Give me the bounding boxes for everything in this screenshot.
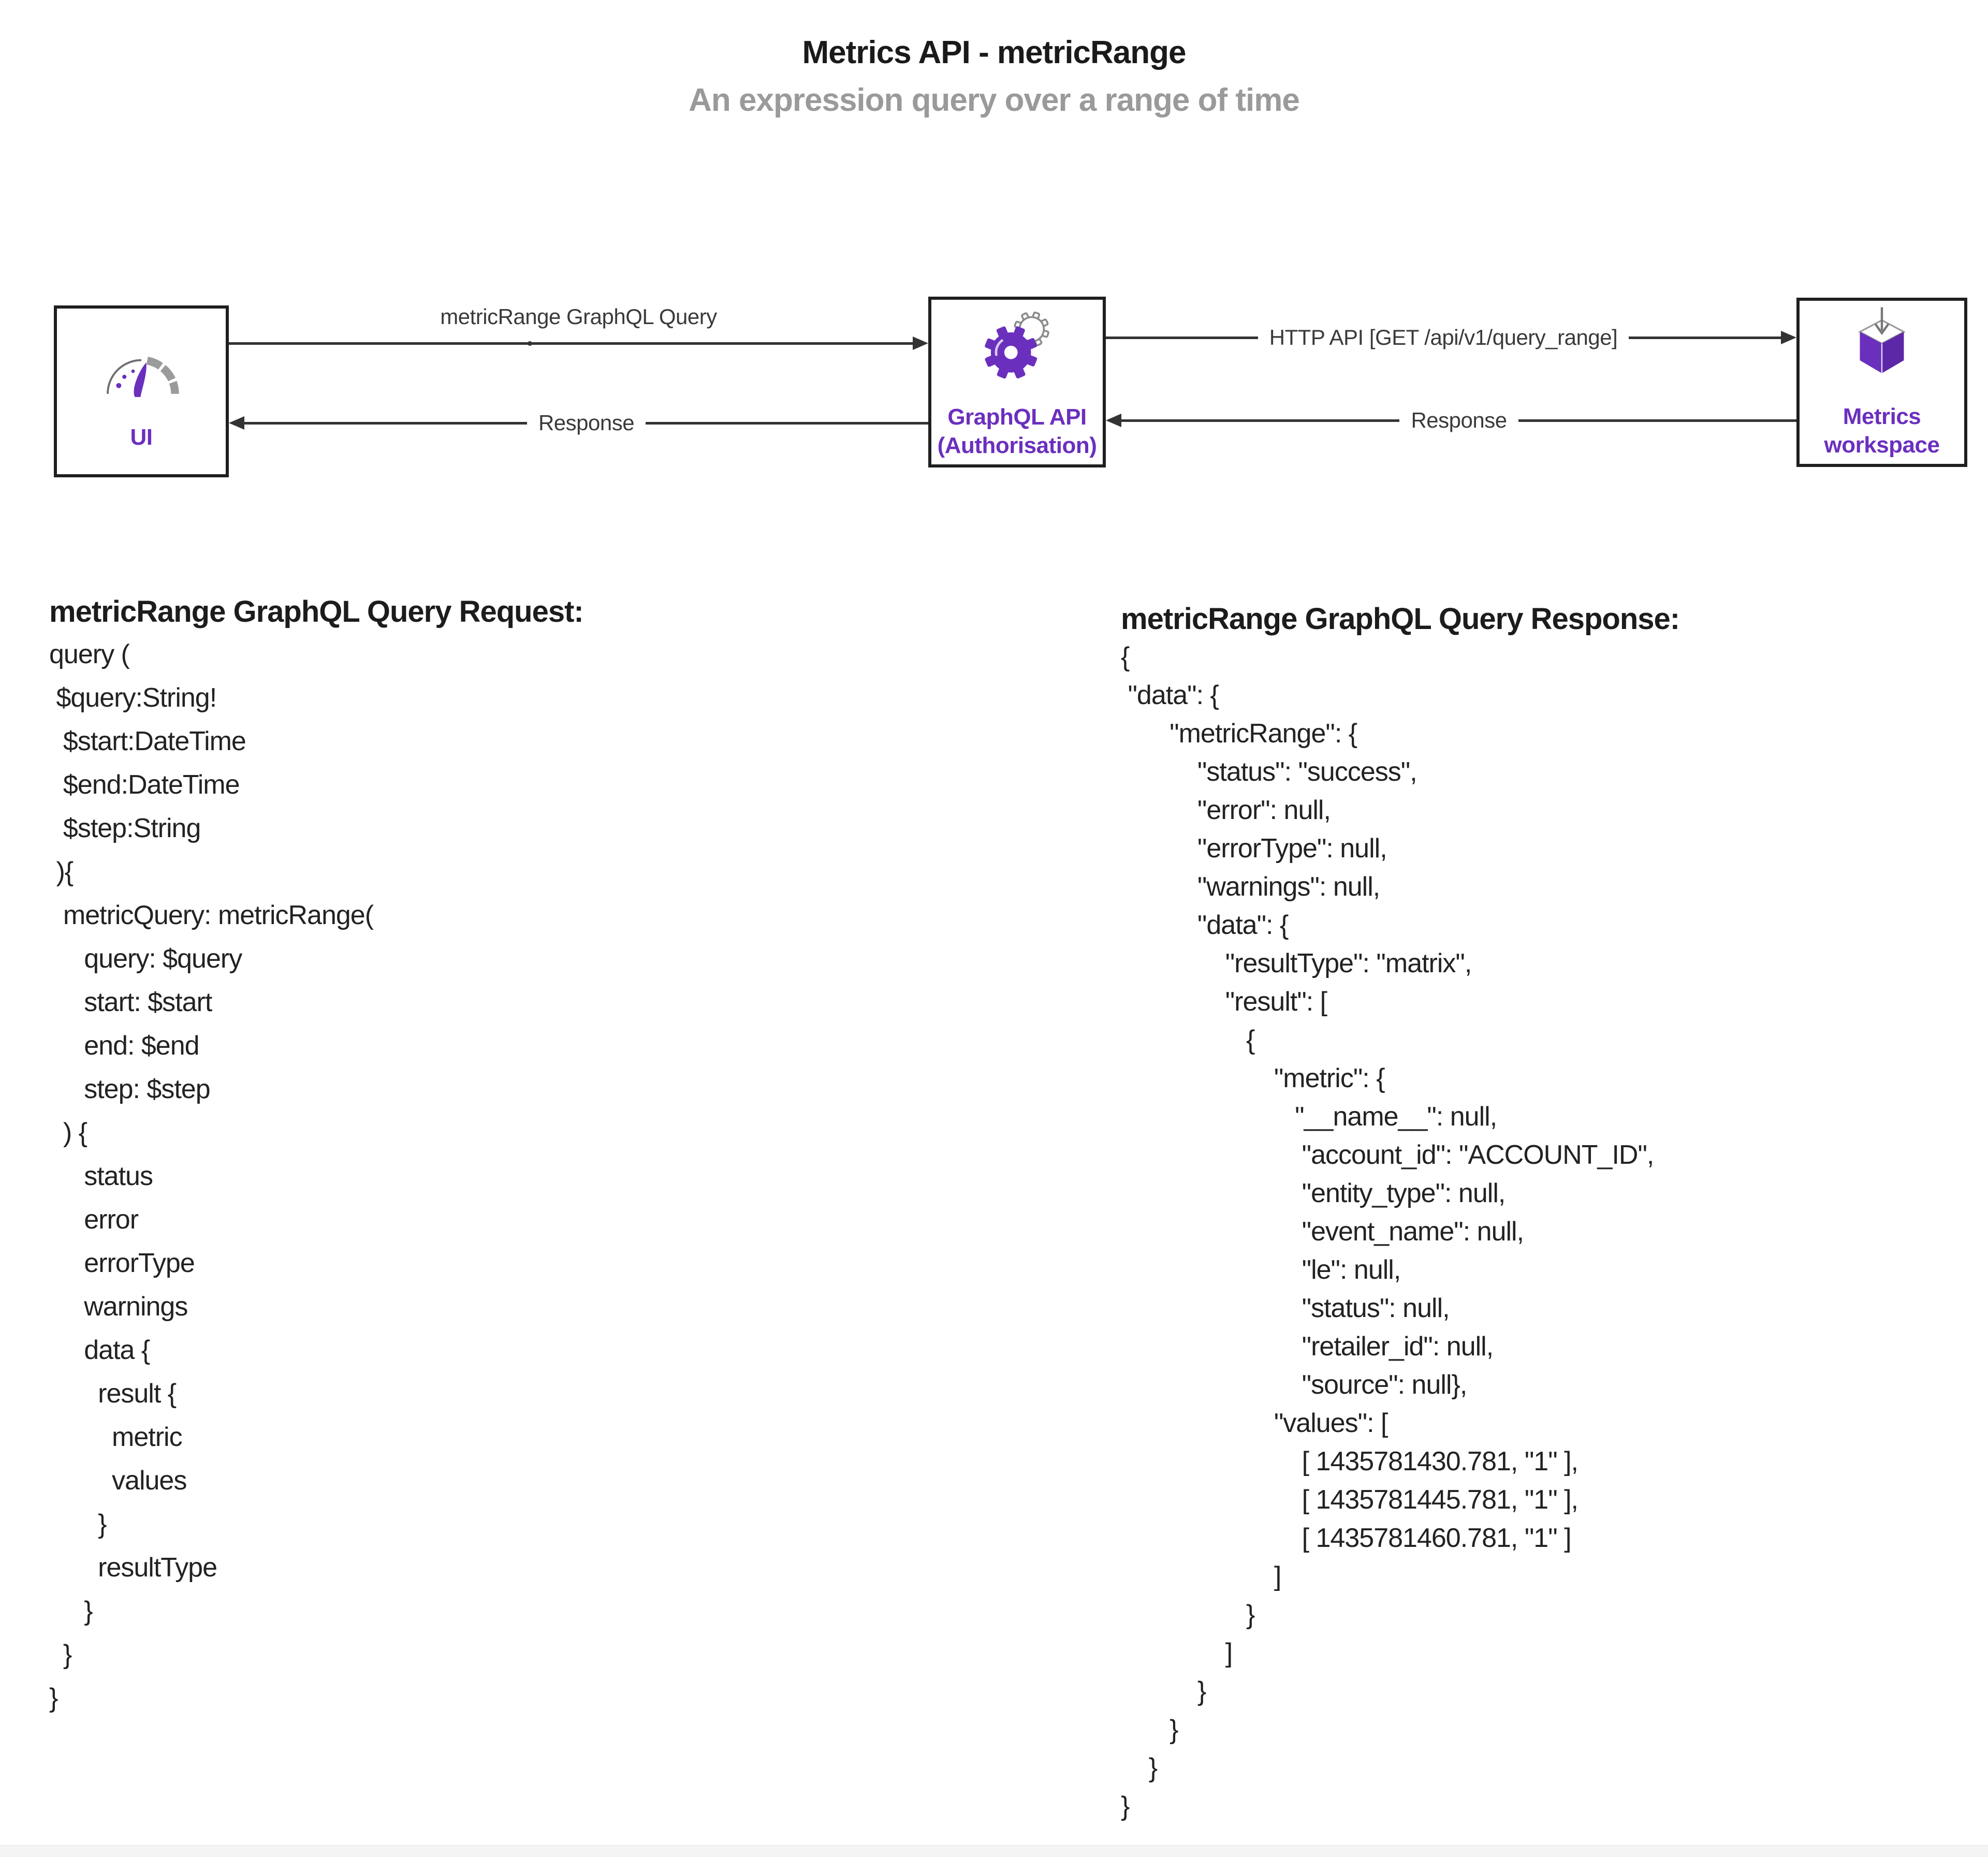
diagram-node-metrics-workspace: Metrics workspace [1796,298,1967,467]
edge-label-http-api: HTTP API [GET /api/v1/query_range] [1269,325,1618,349]
node-label-ui: UI [130,425,153,450]
response-code-block: { "data": { "metricRange": { "status": "… [1121,642,1654,1821]
edge-label-metricrange-graphql-query: metricRange GraphQL Query [440,304,717,329]
gauge-icon [92,331,191,401]
diagram-node-graphql-api: GraphQL API (Authorisation) [928,297,1106,467]
edge-response-metrics-to-graphql: Response [1106,408,1796,433]
node-label-graphql-api: GraphQL API (Authorisation) [937,404,1097,458]
edge-label-response-right: Response [1411,408,1507,432]
arrow-line [1106,336,1258,339]
arrow-line [1518,419,1796,422]
arrowhead-left-icon [229,416,244,430]
arrow-line [530,342,913,345]
edge-response-graphql-to-ui: Response [229,411,928,435]
arrow-line [244,421,527,425]
bottom-edge-strip [0,1845,1988,1857]
gear-icon [974,305,1060,390]
arrow-line [1121,419,1400,422]
request-section-heading: metricRange GraphQL Query Request: [49,595,584,628]
arrow-line [1629,336,1781,339]
edge-label-response-left: Response [538,411,635,435]
edge-http-api-query-range: HTTP API [GET /api/v1/query_range] [1106,325,1797,350]
arrow-line [646,421,928,425]
arrowhead-right-icon [1781,331,1797,344]
arrowhead-right-icon [913,337,928,350]
cube-icon [1843,306,1921,389]
page-subtitle: An expression query over a range of time [689,82,1300,118]
edge-metricrange-graphql-query: metricRange GraphQL Query [229,304,928,350]
connector-midpoint-dot [527,341,532,346]
diagram-node-ui: UI [54,305,229,477]
arrow-line [229,342,530,345]
request-code-block: query ( $query:String! $start:DateTime $… [49,639,374,1713]
arrowhead-left-icon [1106,414,1121,427]
node-label-metrics-workspace: Metrics workspace [1824,403,1940,458]
response-section-heading: metricRange GraphQL Query Response: [1121,602,1680,636]
page-title: Metrics API - metricRange [802,35,1186,70]
